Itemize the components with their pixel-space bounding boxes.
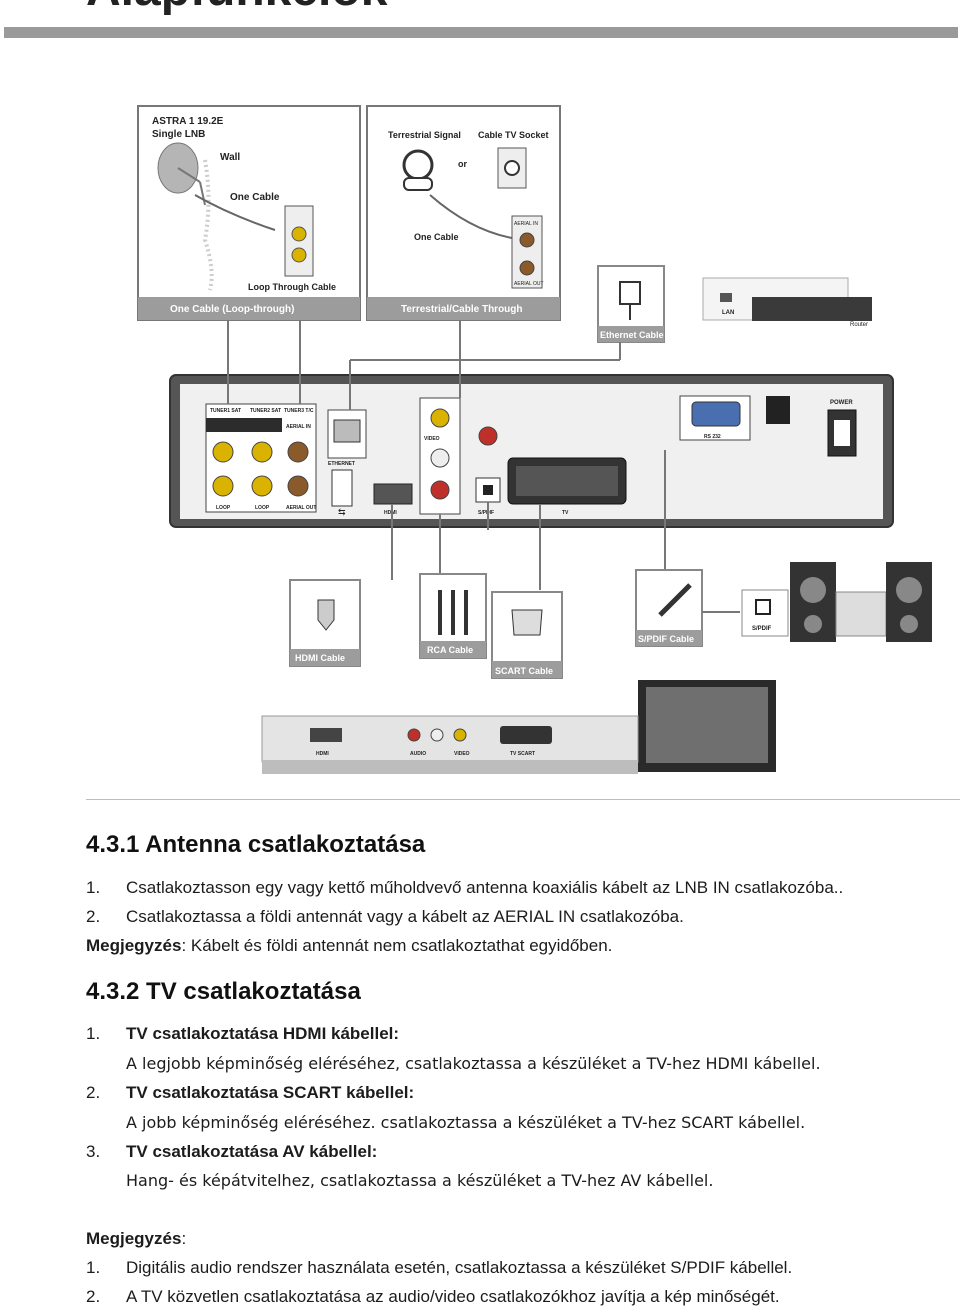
amp-spdif-label: S/PDIF bbox=[752, 626, 772, 632]
rp-spdif-label: S/PDIF bbox=[478, 510, 494, 516]
antenna-note: Megjegyzés: Kábelt és földi antennát nem… bbox=[86, 936, 613, 955]
network-group: Ethernet Cable LAN Router bbox=[597, 265, 872, 343]
rs232-port: RS 232 bbox=[679, 395, 751, 441]
page-title: Alapfunkciók bbox=[86, 0, 387, 14]
tv-hdmi-port bbox=[310, 728, 342, 742]
rp-ethernet-label: ETHERNET bbox=[328, 461, 355, 467]
connection-diagram: ASTRA 1 19.2E Single LNB Wall One Cable … bbox=[137, 105, 932, 774]
dish-icon bbox=[157, 142, 206, 206]
aerial-connector-block bbox=[511, 215, 543, 289]
tv-audio-label: AUDIO bbox=[410, 751, 426, 757]
terr-caption: Terrestrial/Cable Through bbox=[401, 304, 523, 315]
antenna-item-1: 1.Csatlakoztasson egy vagy kettő műholdv… bbox=[86, 878, 844, 897]
audio-system: S/PDIF bbox=[702, 562, 932, 642]
ethernet-cable-label: Ethernet Cable bbox=[600, 330, 664, 340]
terrestrial-signal-label: Terrestrial Signal bbox=[388, 130, 461, 140]
tv-item-3-title: 3.TV csatlakoztatása AV kábellel: bbox=[86, 1142, 378, 1161]
scart-cable-label: SCART Cable bbox=[495, 666, 553, 676]
rp-loop2-label: LOOP bbox=[255, 505, 270, 511]
cable-panels: HDMI Cable RCA Cable SCART Cable S/PDIF … bbox=[289, 569, 703, 679]
terr-aerial-out-label: AERIAL OUT bbox=[514, 281, 544, 287]
wall-label: Wall bbox=[220, 152, 240, 163]
or-label: or bbox=[458, 159, 467, 169]
terr-aerial-in-label: AERIAL IN bbox=[514, 221, 538, 227]
scart-port: TV bbox=[507, 457, 627, 516]
rp-tv-label: TV bbox=[562, 510, 569, 516]
ethernet-plug-icon bbox=[619, 281, 641, 320]
lan-label: LAN bbox=[722, 310, 734, 316]
rp-video-label: VIDEO bbox=[424, 436, 440, 442]
ethernet-port: ETHERNET ⇆ bbox=[327, 409, 367, 517]
rca-cable-label: RCA Cable bbox=[427, 645, 473, 655]
header-bar bbox=[4, 27, 958, 38]
av-ports: VIDEO S/PDIF bbox=[419, 397, 501, 516]
rp-hdmi-label: HDMI bbox=[384, 510, 397, 516]
astra-label: ASTRA 1 19.2E bbox=[152, 116, 224, 127]
section-tv-title: 4.3.2 TV csatlakoztatása bbox=[86, 978, 361, 1005]
tv-item-3-desc: Hang- és képátvitelhez, csatlakoztassa a… bbox=[126, 1171, 714, 1190]
tv-socket-icon bbox=[497, 147, 527, 189]
tuner-block: TUNER1 SAT TUNER2 SAT TUNER3 T/C AERIAL … bbox=[205, 403, 317, 513]
section-antenna-title: 4.3.1 Antenna csatlakoztatása bbox=[86, 831, 426, 858]
router-label: Router bbox=[850, 322, 868, 328]
divider bbox=[86, 799, 960, 800]
one-cable-label: One Cable bbox=[230, 192, 280, 203]
power-switch: POWER bbox=[827, 400, 857, 457]
tv-group: HDMI AUDIO VIDEO TV SCART bbox=[261, 680, 776, 774]
cable-tv-socket-label: Cable TV Socket bbox=[478, 130, 549, 140]
note-heading: Megjegyzés: bbox=[86, 1229, 187, 1248]
usb-icon: ⇆ bbox=[338, 507, 346, 517]
receiver-rear-panel: TUNER1 SAT TUNER2 SAT TUNER3 T/C AERIAL … bbox=[169, 374, 894, 528]
tv-item-1-desc: A legjobb képminőség eléréséhez, csatlak… bbox=[126, 1054, 821, 1073]
tv-scart-port bbox=[500, 726, 552, 744]
tv-item-2-title: 2.TV csatlakoztatása SCART kábellel: bbox=[86, 1083, 415, 1102]
tuner3-label: TUNER3 T/C bbox=[284, 408, 314, 414]
tv-video-label: VIDEO bbox=[454, 751, 470, 757]
connection-lines bbox=[227, 320, 666, 590]
tuner1-label: TUNER1 SAT bbox=[210, 408, 241, 414]
antenna-icon bbox=[402, 149, 434, 191]
wall-shape bbox=[202, 159, 214, 291]
hdmi-cable-label: HDMI Cable bbox=[295, 653, 345, 663]
tv-scart-label: TV SCART bbox=[510, 751, 535, 757]
loop-through-label: Loop Through Cable bbox=[248, 282, 336, 292]
lnb-label: Single LNB bbox=[152, 129, 205, 140]
tv-item-1-title: 1.TV csatlakoztatása HDMI kábellel: bbox=[86, 1024, 400, 1043]
note-item-2: 2.A TV közvetlen csatlakoztatása az audi… bbox=[86, 1287, 780, 1306]
antenna-item-2: 2.Csatlakoztassa a földi antennát vagy a… bbox=[86, 907, 684, 926]
tv-item-2-desc: A jobb képminőség eléréséhez. csatlakozt… bbox=[126, 1113, 806, 1132]
terr-one-cable-label: One Cable bbox=[414, 232, 459, 242]
optical-port bbox=[766, 396, 790, 424]
rp-loop1-label: LOOP bbox=[216, 505, 231, 511]
note-item-1: 1.Digitális audio rendszer használata es… bbox=[86, 1258, 793, 1277]
rp-power-label: POWER bbox=[830, 400, 853, 406]
rp-aerial-in-label: AERIAL IN bbox=[286, 424, 311, 430]
tuner2-label: TUNER2 SAT bbox=[250, 408, 281, 414]
rp-aerial-out-label: AERIAL OUT bbox=[286, 505, 316, 511]
hdmi-plug-icon bbox=[317, 599, 335, 631]
scart-plug-icon bbox=[511, 609, 543, 636]
spdif-cable-label: S/PDIF Cable bbox=[638, 634, 694, 644]
rp-rs232-label: RS 232 bbox=[704, 434, 721, 440]
terrestrial-panel: Terrestrial Signal Cable TV Socket or On… bbox=[366, 105, 561, 321]
rca-plug-icon bbox=[438, 590, 468, 635]
amplifier-box bbox=[835, 591, 887, 637]
tv-hdmi-label: HDMI bbox=[316, 751, 329, 757]
satellite-panel: ASTRA 1 19.2E Single LNB Wall One Cable … bbox=[137, 105, 361, 321]
sat-caption: One Cable (Loop-through) bbox=[170, 304, 294, 315]
spdif-plug-icon bbox=[658, 583, 692, 617]
